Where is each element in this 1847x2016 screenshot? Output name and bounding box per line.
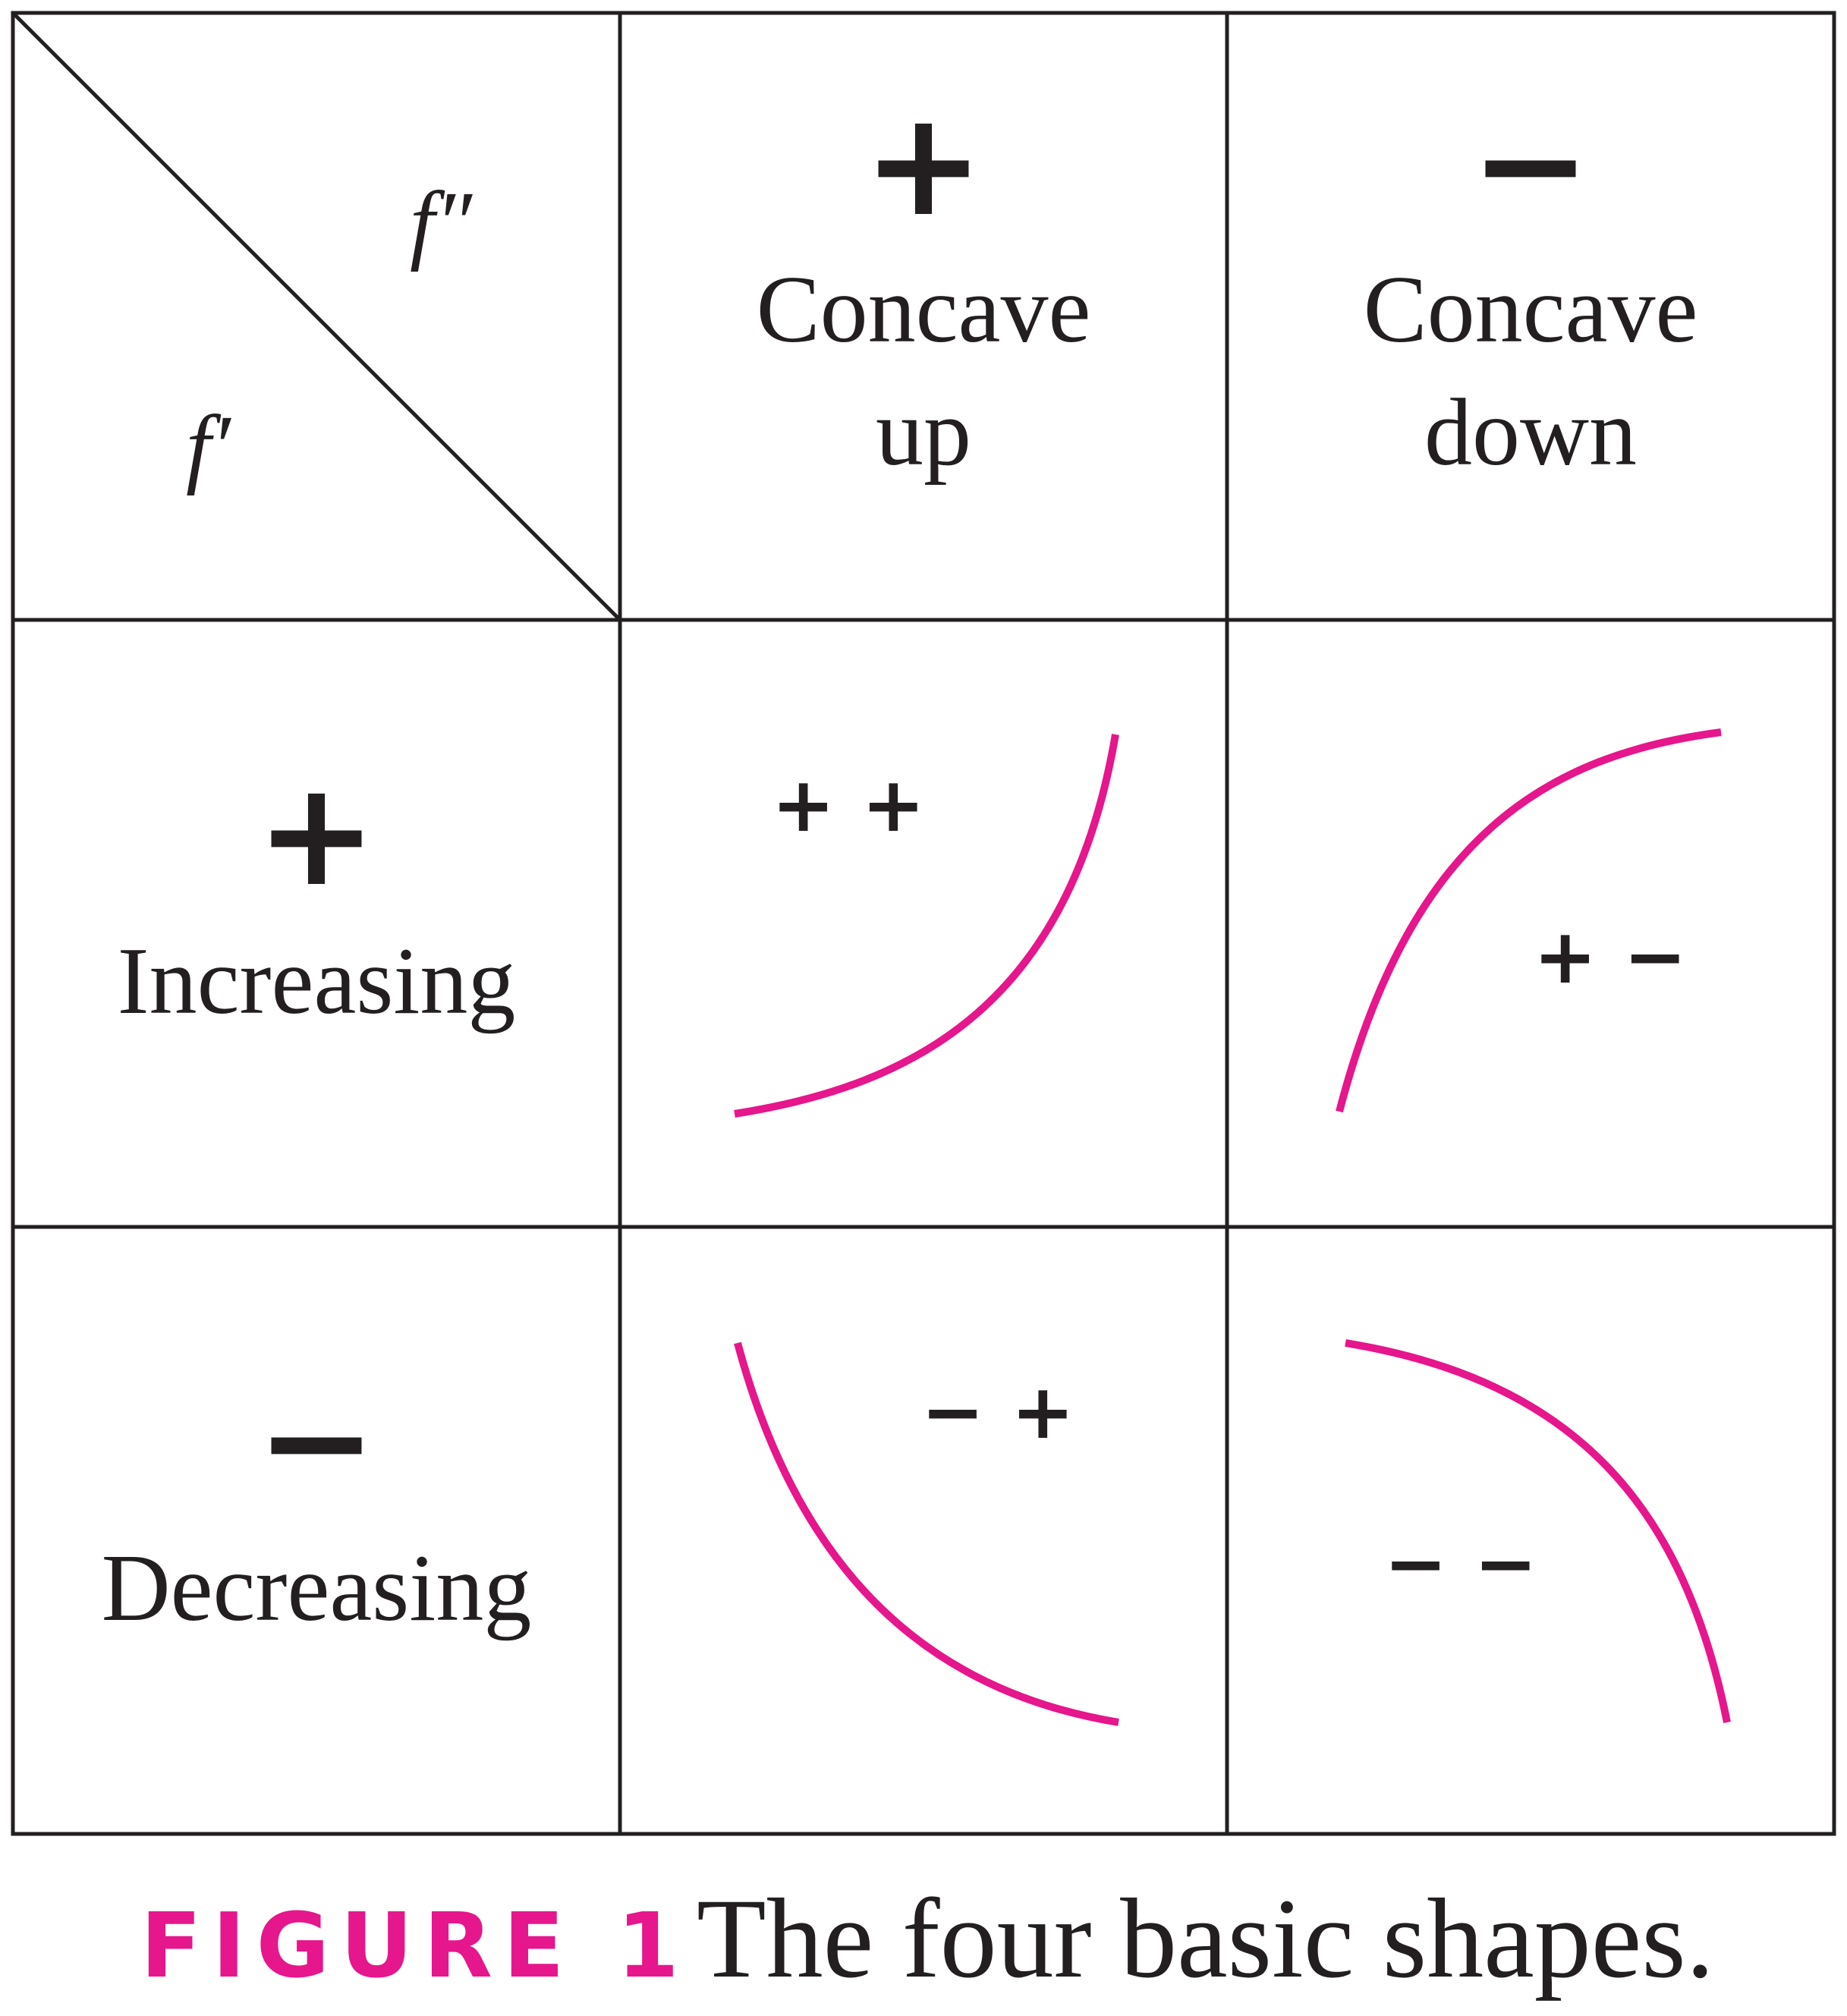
curves (734, 728, 1731, 1726)
row-sign-minus: − (256, 1357, 376, 1525)
row-sign-plus: + (256, 750, 376, 918)
row-header-increasing: + Increasing (118, 750, 516, 1034)
cell-signs-minus-plus: − + (921, 1367, 1075, 1456)
curve-decreasing-concave-up (734, 1341, 1119, 1726)
second-derivative-label: f″ (410, 173, 474, 272)
row-label: Decreasing (102, 1536, 532, 1641)
cell-signs-plus-plus: + + (772, 760, 925, 849)
row-header-decreasing: − Decreasing (102, 1357, 532, 1641)
curve-increasing-concave-down (1336, 728, 1722, 1113)
cell-signs-minus-minus: − − (1384, 1519, 1537, 1608)
column-header-concave-up: + Concave up (757, 80, 1091, 486)
column-header-concave-down: − Concave down (1364, 80, 1698, 486)
corner-diagonal (11, 11, 621, 621)
column-label-line2: up (876, 380, 971, 486)
curve-decreasing-concave-down (1345, 1339, 1731, 1723)
curve-increasing-concave-up (734, 734, 1119, 1118)
column-sign-plus: + (863, 80, 983, 248)
column-label-line1: Concave (757, 257, 1091, 363)
first-derivative-label: f′ (186, 397, 232, 496)
grid (11, 11, 1836, 1836)
figure-caption-text: The four basic shapes. (697, 1876, 1714, 2002)
column-label-line1: Concave (1364, 257, 1698, 363)
figure-caption-label: FIGURE 1 (140, 1893, 690, 1998)
column-label-line2: down (1424, 380, 1637, 486)
cell-signs-plus-minus: + − (1534, 912, 1687, 1001)
column-sign-minus: − (1470, 80, 1591, 248)
grid-border (11, 11, 1836, 1836)
row-label: Increasing (118, 929, 516, 1034)
